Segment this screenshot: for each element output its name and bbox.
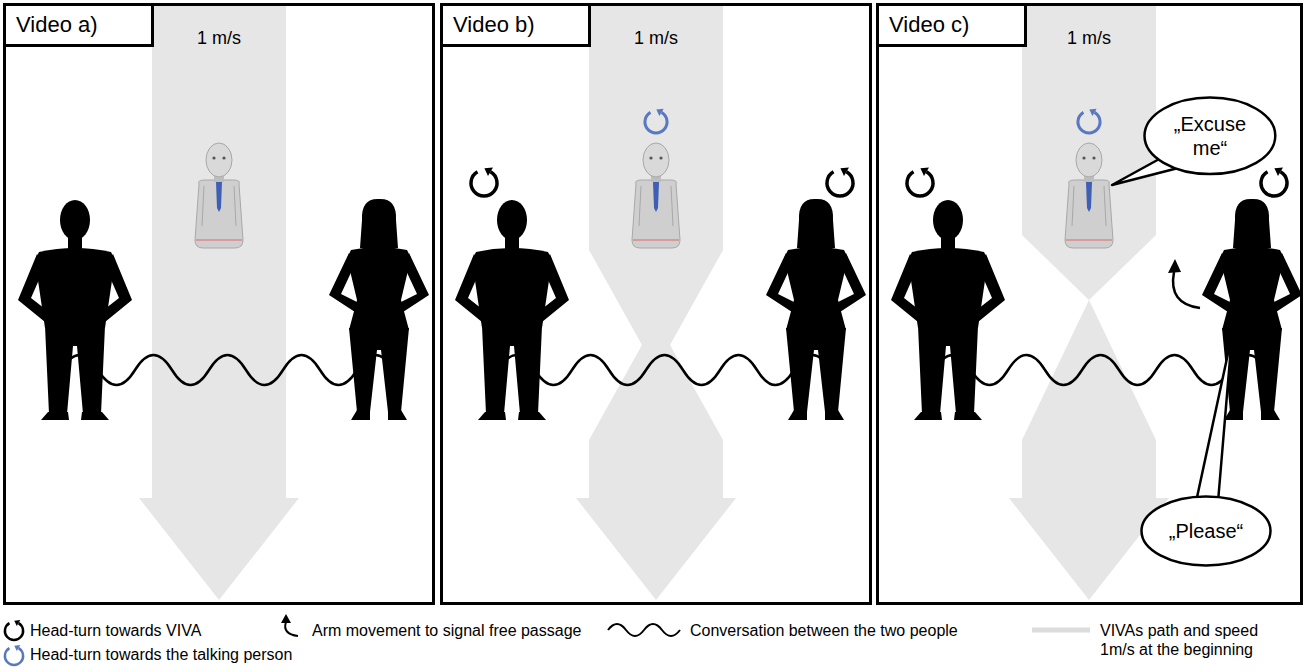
legend-entry: Conversation between the two people: [690, 621, 958, 640]
man-silhouette: [891, 200, 1005, 420]
conversation-wave: [498, 355, 831, 385]
panel-b-art: [455, 3, 866, 600]
head-turn-icon: [827, 167, 853, 196]
robot-path-arrow: [1009, 300, 1169, 600]
legend-arm-arrowhead: [281, 614, 291, 623]
speech-text: „Please“: [1169, 519, 1243, 543]
speech-text: „Excuse me“: [1168, 112, 1252, 160]
head-turn-icon: [907, 167, 933, 196]
woman-silhouette: [1202, 199, 1302, 420]
bubble-tail: [1196, 335, 1232, 502]
legend-wave-icon: [608, 624, 680, 636]
panel-heading: Video a): [6, 6, 154, 47]
man-silhouette: [18, 200, 132, 420]
woman-silhouette: [329, 199, 429, 420]
legend-entry: VIVAs path and speed 1m/s at the beginni…: [1100, 621, 1280, 659]
robot-head-turn-icon: [1078, 109, 1100, 133]
video-panel: Video a): [3, 3, 435, 605]
robot-path-arrow: [576, 3, 736, 600]
arm-movement-arrow: [1173, 272, 1200, 308]
robot-figure: [195, 143, 243, 248]
legend-text: VIVAs path and speed 1m/s at the beginni…: [1100, 621, 1280, 659]
speed-label: 1 m/s: [169, 28, 269, 50]
legend-robot-turn-icon: [5, 645, 23, 665]
man-silhouette: [455, 200, 569, 420]
legend-entry: Arm movement to signal free passage: [312, 621, 581, 640]
bubble-ellipse: [1145, 98, 1276, 175]
legend-text: Arm movement to signal free passage: [312, 621, 581, 640]
head-turn-icon: [1261, 167, 1287, 196]
legend-entry: Head-turn towards the talking person: [30, 645, 292, 664]
legend-path-icon: [1032, 628, 1090, 633]
speed-label: 1 m/s: [1039, 28, 1139, 50]
woman-silhouette: [766, 199, 866, 420]
legend-text: Conversation between the two people: [690, 621, 958, 640]
panel-a-art: [18, 3, 429, 600]
robot-path-arrow: [1022, 3, 1156, 300]
video-panel: Video b): [440, 3, 872, 605]
robot-figure: [632, 143, 680, 248]
arm-movement-arrowhead: [1168, 259, 1181, 273]
conversation-wave: [61, 355, 394, 385]
speech-bubble: „Excuse me“: [1143, 96, 1277, 176]
video-panel: Video c) „Excuse me“ „Please“: [876, 3, 1303, 605]
robot-head-turn-icon: [645, 109, 667, 133]
panel-c-art: [891, 3, 1302, 600]
bubble-outline: [1143, 96, 1277, 176]
legend-head-turn-icon: [5, 620, 23, 640]
speed-label: 1 m/s: [606, 28, 706, 50]
robot-path-arrow: [139, 3, 299, 600]
legend-text: Head-turn towards VIVA: [30, 621, 201, 640]
bubble-ellipse: [1142, 497, 1271, 566]
speech-bubble: „Please“: [1140, 495, 1272, 567]
panel-heading: Video c): [879, 6, 1027, 47]
conversation-wave: [934, 355, 1267, 385]
legend-arm-icon: [285, 622, 298, 636]
head-turn-icon: [471, 167, 497, 196]
legend-entry: Head-turn towards VIVA: [30, 621, 201, 640]
robot-figure: [1065, 143, 1113, 248]
legend-text: Head-turn towards the talking person: [30, 645, 292, 664]
panel-heading: Video b): [443, 6, 591, 47]
